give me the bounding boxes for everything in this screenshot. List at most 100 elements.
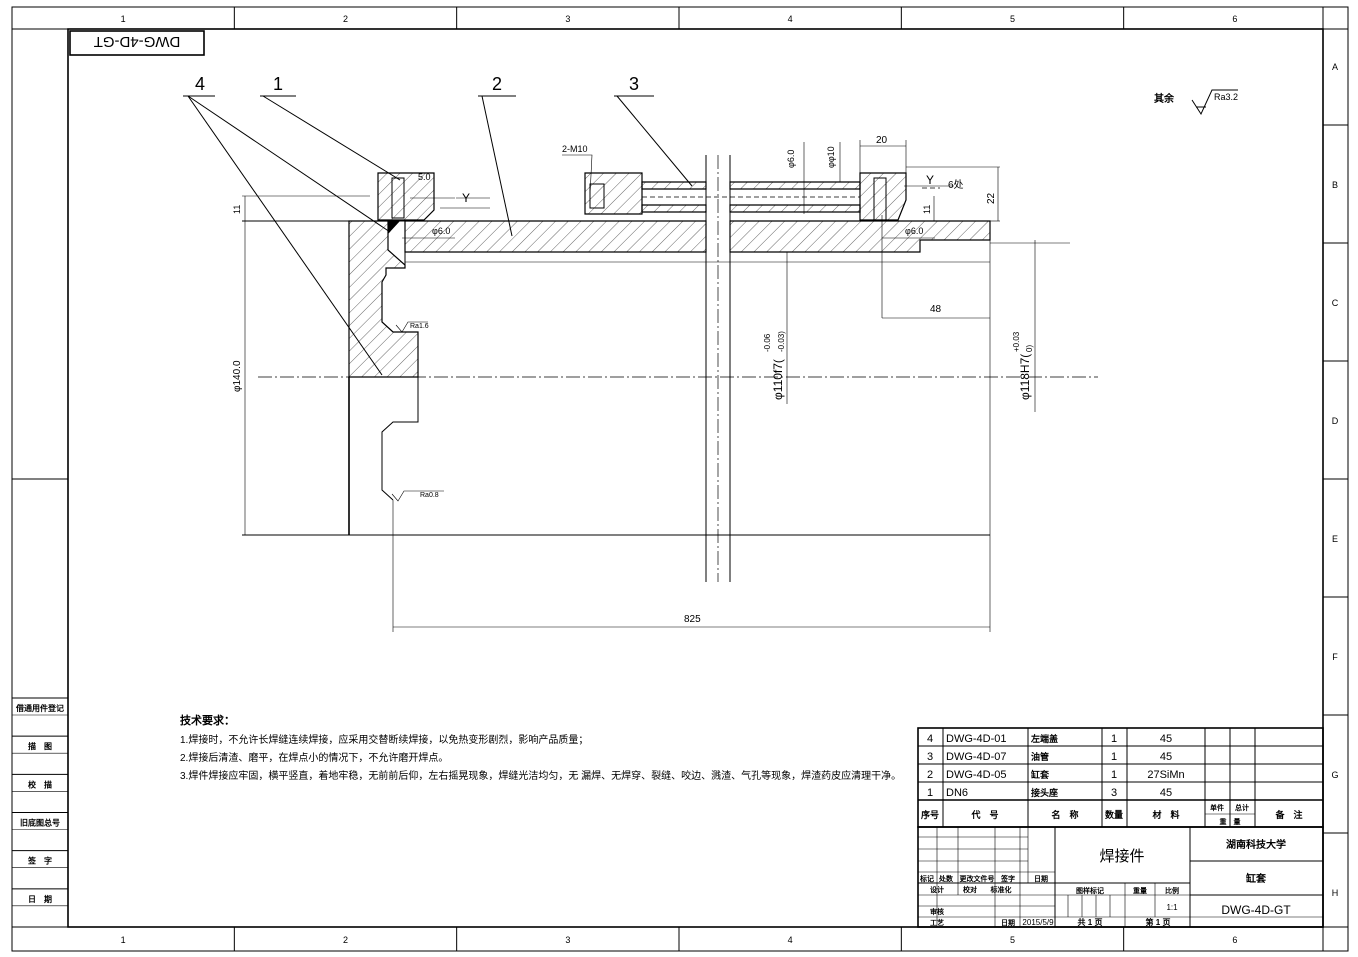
bom-header-total: 总计 [1235, 803, 1249, 812]
tb-change-doc-label: 更改文件号 [960, 874, 995, 883]
bom-header-material: 材 料 [1151, 809, 1179, 820]
weld-count: 6处 [948, 179, 964, 191]
roughness-rest-value: Ra3.2 [1214, 92, 1238, 102]
rotated-drawing-number-text: DWG-4D-GT [94, 33, 181, 50]
bom-row-material: 45 [1160, 751, 1172, 763]
bom-row-qty: 1 [1111, 769, 1117, 781]
balloon-1: 1 [273, 74, 283, 94]
tb-process-label: 工艺 [930, 918, 944, 927]
side-margin-label: 校 描 [28, 779, 52, 789]
zone-column-label: 3 [565, 935, 570, 945]
dim-dia140: φ140.0 [232, 360, 243, 392]
zone-column-label: 6 [1232, 14, 1237, 24]
side-margin-label: 借通用件登记 [15, 703, 64, 713]
zone-column-label: 4 [788, 935, 793, 945]
bom-row-no: 2 [927, 769, 933, 781]
dim-d6-top: φ6.0 [786, 150, 796, 168]
tb-part-name: 焊接件 [1099, 848, 1144, 865]
tb-scale-value: 1:1 [1166, 903, 1178, 912]
tb-stage-label: 图样标记 [1076, 886, 1104, 895]
roughness-inner-1: Ra1.6 [410, 323, 429, 330]
zone-column-label: 2 [343, 14, 348, 24]
rotated-drawing-number: DWG-4D-GT [69, 30, 205, 56]
dim-outer: φ118H7( [1018, 354, 1032, 400]
dim-20: 20 [876, 135, 888, 146]
tb-drawing-no: DWG-4D-GT [1221, 903, 1291, 917]
bom-row-qty: 1 [1111, 751, 1117, 763]
tb-count-label: 处数 [938, 874, 954, 883]
dim-48: 48 [930, 304, 942, 315]
bom-table: 4 DWG-4D-01 左端盖 1 45 3 DWG-4D-07 油管 1 45… [917, 727, 1324, 828]
bom-row-no: 4 [927, 733, 933, 745]
tb-total-sheets: 共 1 页 [1078, 917, 1103, 927]
weld-symbol-left: Y [462, 191, 470, 205]
bom-header-qty: 数量 [1105, 809, 1123, 820]
dim-d10: φφ10 [826, 146, 836, 168]
dim-bore-upper: -0.06 [763, 333, 772, 352]
zone-column-label: 2 [343, 935, 348, 945]
zone-column-label: 1 [121, 935, 126, 945]
zone-column-label: 1 [121, 14, 126, 24]
tech-item-2: 2.焊接后清渣、磨平，在焊点小的情况下，不允许磨开焊点。 [180, 751, 448, 764]
side-margin-label: 日 期 [28, 894, 52, 904]
tech-item-1: 1.焊接时，不允许长焊缝连续焊接，应采用交替断续焊接，以免热变形剧烈，影响产品质… [180, 733, 588, 746]
dim-thread: 2-M10 [562, 144, 588, 154]
tech-item-3: 3.焊件焊接应牢固，横平竖直，着地牢稳，无前前后仰，左右摇晃现象，焊缝光洁均匀，… [180, 769, 901, 782]
tb-weight-label: 重量 [1133, 886, 1147, 895]
bom-row-name: 左端盖 [1030, 733, 1058, 744]
dim-5: 5.0 [418, 172, 431, 182]
dim-bore: φ110f7( [771, 359, 785, 400]
bom-row-code: DWG-4D-01 [946, 733, 1007, 745]
zone-column-label: 3 [565, 14, 570, 24]
bom-row-name: 缸套 [1030, 769, 1050, 780]
bom-header-weight: 重 量 [1220, 817, 1241, 826]
tb-date-value: 2015/5/9 [1022, 918, 1054, 927]
tb-design-label: 设计 [930, 885, 944, 894]
bom-header-unit: 单件 [1210, 803, 1224, 812]
bom-row-name: 油管 [1031, 751, 1049, 762]
dim-825: 825 [684, 614, 701, 625]
bom-row-material: 27SiMn [1147, 769, 1184, 781]
bom-row-material: 45 [1160, 787, 1172, 799]
bom-row-no: 1 [927, 787, 933, 799]
part-section [242, 155, 1098, 632]
side-margin-label: 签 字 [27, 856, 52, 866]
zone-row-label: E [1332, 534, 1338, 544]
zone-row-label: H [1332, 888, 1339, 898]
zone-column-label: 5 [1010, 935, 1015, 945]
side-margin-label: 描 图 [28, 741, 52, 751]
dimension-lines [242, 140, 1070, 628]
tb-standard-label: 标准化 [990, 885, 1012, 894]
zone-column-label: 5 [1010, 14, 1015, 24]
tech-title: 技术要求： [180, 713, 235, 727]
dimension-texts: 2-M10 φ6.0 φφ10 20 22 11 11 5.0 φ6.0 φ6.… [232, 135, 1034, 625]
roughness-rest-label: 其余 [1154, 92, 1175, 105]
dim-outer-lower: 0) [1025, 345, 1034, 352]
tb-review-label: 审核 [930, 907, 944, 916]
bom-row-code: DWG-4D-07 [946, 751, 1007, 763]
bom-header-no: 序号 [921, 809, 939, 820]
bom-header-code: 代 号 [970, 809, 998, 820]
zone-column-label: 6 [1232, 935, 1237, 945]
side-margin-label: 旧底图总号 [20, 818, 60, 828]
bom-header-remark: 备 注 [1274, 809, 1302, 820]
inner-frame [67, 28, 1324, 928]
zone-row-label: B [1332, 180, 1338, 190]
bom-row-no: 3 [927, 751, 933, 763]
dim-bore-lower: -0.03) [777, 331, 786, 352]
tb-proofread-label: 校对 [963, 885, 977, 894]
weld-symbol-right: Y [926, 173, 934, 187]
tb-assembly: 缸套 [1245, 872, 1267, 885]
balloon-4: 4 [195, 74, 205, 94]
zone-row-label: G [1331, 770, 1338, 780]
dim-d6-right: φ6.0 [905, 226, 923, 236]
balloon-3: 3 [629, 74, 639, 94]
outer-frame [11, 6, 1349, 952]
zone-row-label: C [1332, 298, 1339, 308]
bom-row-qty: 1 [1111, 733, 1117, 745]
zone-row-label: D [1332, 416, 1339, 426]
dim-11-left: 11 [232, 205, 242, 214]
